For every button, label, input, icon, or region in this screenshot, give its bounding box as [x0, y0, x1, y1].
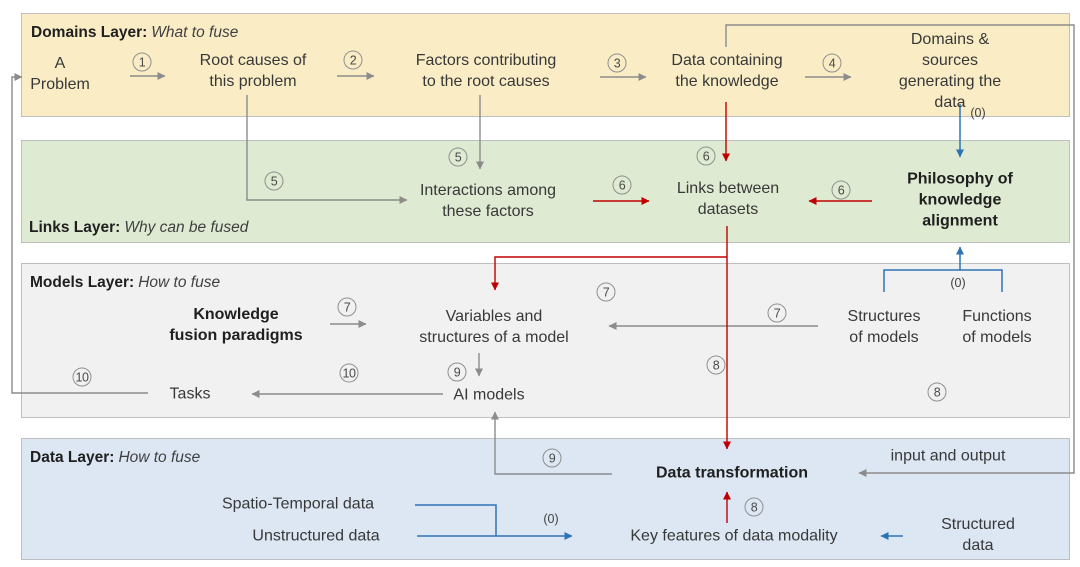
step-8-badge-bottom: 8	[744, 497, 764, 517]
step-10-badge-left: 10	[72, 367, 92, 387]
node-spatio-temporal-data: Spatio-Temporal data	[221, 495, 375, 513]
domains-layer-box	[21, 13, 1070, 117]
step-5-badge-left: 5	[264, 171, 284, 191]
arrow-step7-linksdatasets-to-variables	[491, 256, 727, 291]
domains-layer-title-text: Domains Layer:	[31, 24, 148, 41]
line-spatiotemporal-merge	[415, 504, 497, 536]
node-ai-models: AI models	[453, 386, 525, 404]
node-functions-of-models: Functions of models	[962, 308, 1032, 346]
bracket-structures-functions	[883, 269, 1003, 292]
models-layer-subtitle: How to fuse	[138, 274, 221, 291]
data-layer-title-text: Data Layer:	[30, 449, 115, 466]
node-structures-of-models: Structures of models	[847, 308, 921, 346]
node-a-problem: A Problem	[30, 55, 90, 93]
node-structured-data: Structured data	[941, 516, 1015, 554]
step-9-badge-top: 9	[447, 362, 467, 382]
data-layer-subtitle: How to fuse	[118, 449, 201, 466]
step-8-badge-right: 8	[927, 382, 947, 402]
node-data-transformation: Data transformation	[655, 464, 809, 482]
links-layer-box	[21, 140, 1070, 243]
models-layer-box	[21, 263, 1070, 418]
node-factors: Factors contributing to the root causes	[415, 52, 557, 90]
step-8-badge-left: 8	[706, 355, 726, 375]
node-tasks: Tasks	[169, 385, 211, 403]
zero-label-domains: (0)	[970, 106, 986, 120]
arrow-datacontaining-to-transformation-input-output	[725, 24, 1075, 477]
node-domains-sources: Domains & sources generating the data	[898, 31, 1002, 111]
step-6-badge-right: 6	[831, 180, 851, 200]
step-4-badge: 4	[822, 53, 842, 73]
step-1-badge: 1	[132, 52, 152, 72]
step-10-badge-right: 10	[339, 363, 359, 383]
links-layer-title: Links Layer:Why can be fused	[29, 219, 248, 237]
node-input-and-output: input and output	[890, 447, 1006, 465]
arrow-step9-transformation-to-aimodels	[491, 411, 612, 475]
models-layer-title: Models Layer:How to fuse	[30, 274, 220, 292]
step-7-badge-right: 7	[767, 303, 787, 323]
node-root-causes: Root causes of this problem	[199, 52, 307, 90]
step-6-badge-top: 6	[696, 146, 716, 166]
node-links-between-datasets: Links between datasets	[676, 180, 780, 218]
node-data-containing: Data containing the knowledge	[671, 52, 783, 90]
step-5-badge-right: 5	[448, 147, 468, 167]
node-key-features: Key features of data modality	[630, 527, 838, 545]
step-7-badge-middle: 7	[596, 282, 616, 302]
models-layer-title-text: Models Layer:	[30, 274, 135, 291]
node-philosophy: Philosophy of knowledge alignment	[907, 170, 1013, 230]
arrow-step5-rootcauses-to-interactions	[246, 95, 408, 204]
zero-label-data: (0)	[543, 512, 559, 526]
step-6-badge-left: 6	[612, 175, 632, 195]
step-7-badge-left: 7	[337, 297, 357, 317]
links-layer-subtitle: Why can be fused	[124, 219, 249, 236]
step-2-badge: 2	[343, 50, 363, 70]
node-unstructured-data: Unstructured data	[252, 527, 380, 545]
node-knowledge-fusion-paradigms: Knowledge fusion paradigms	[169, 306, 303, 344]
node-interactions: Interactions among these factors	[419, 182, 557, 220]
zero-label-models: (0)	[950, 276, 966, 290]
domains-layer-title: Domains Layer:What to fuse	[31, 24, 238, 42]
arrow-tasks-to-problem-step10	[11, 73, 148, 394]
step-9-badge-bottom: 9	[542, 448, 562, 468]
data-layer-title: Data Layer:How to fuse	[30, 449, 200, 467]
domains-layer-subtitle: What to fuse	[151, 24, 239, 41]
links-layer-title-text: Links Layer:	[29, 219, 121, 236]
step-3-badge: 3	[607, 53, 627, 73]
node-variables-structures: Variables and structures of a model	[419, 308, 569, 346]
